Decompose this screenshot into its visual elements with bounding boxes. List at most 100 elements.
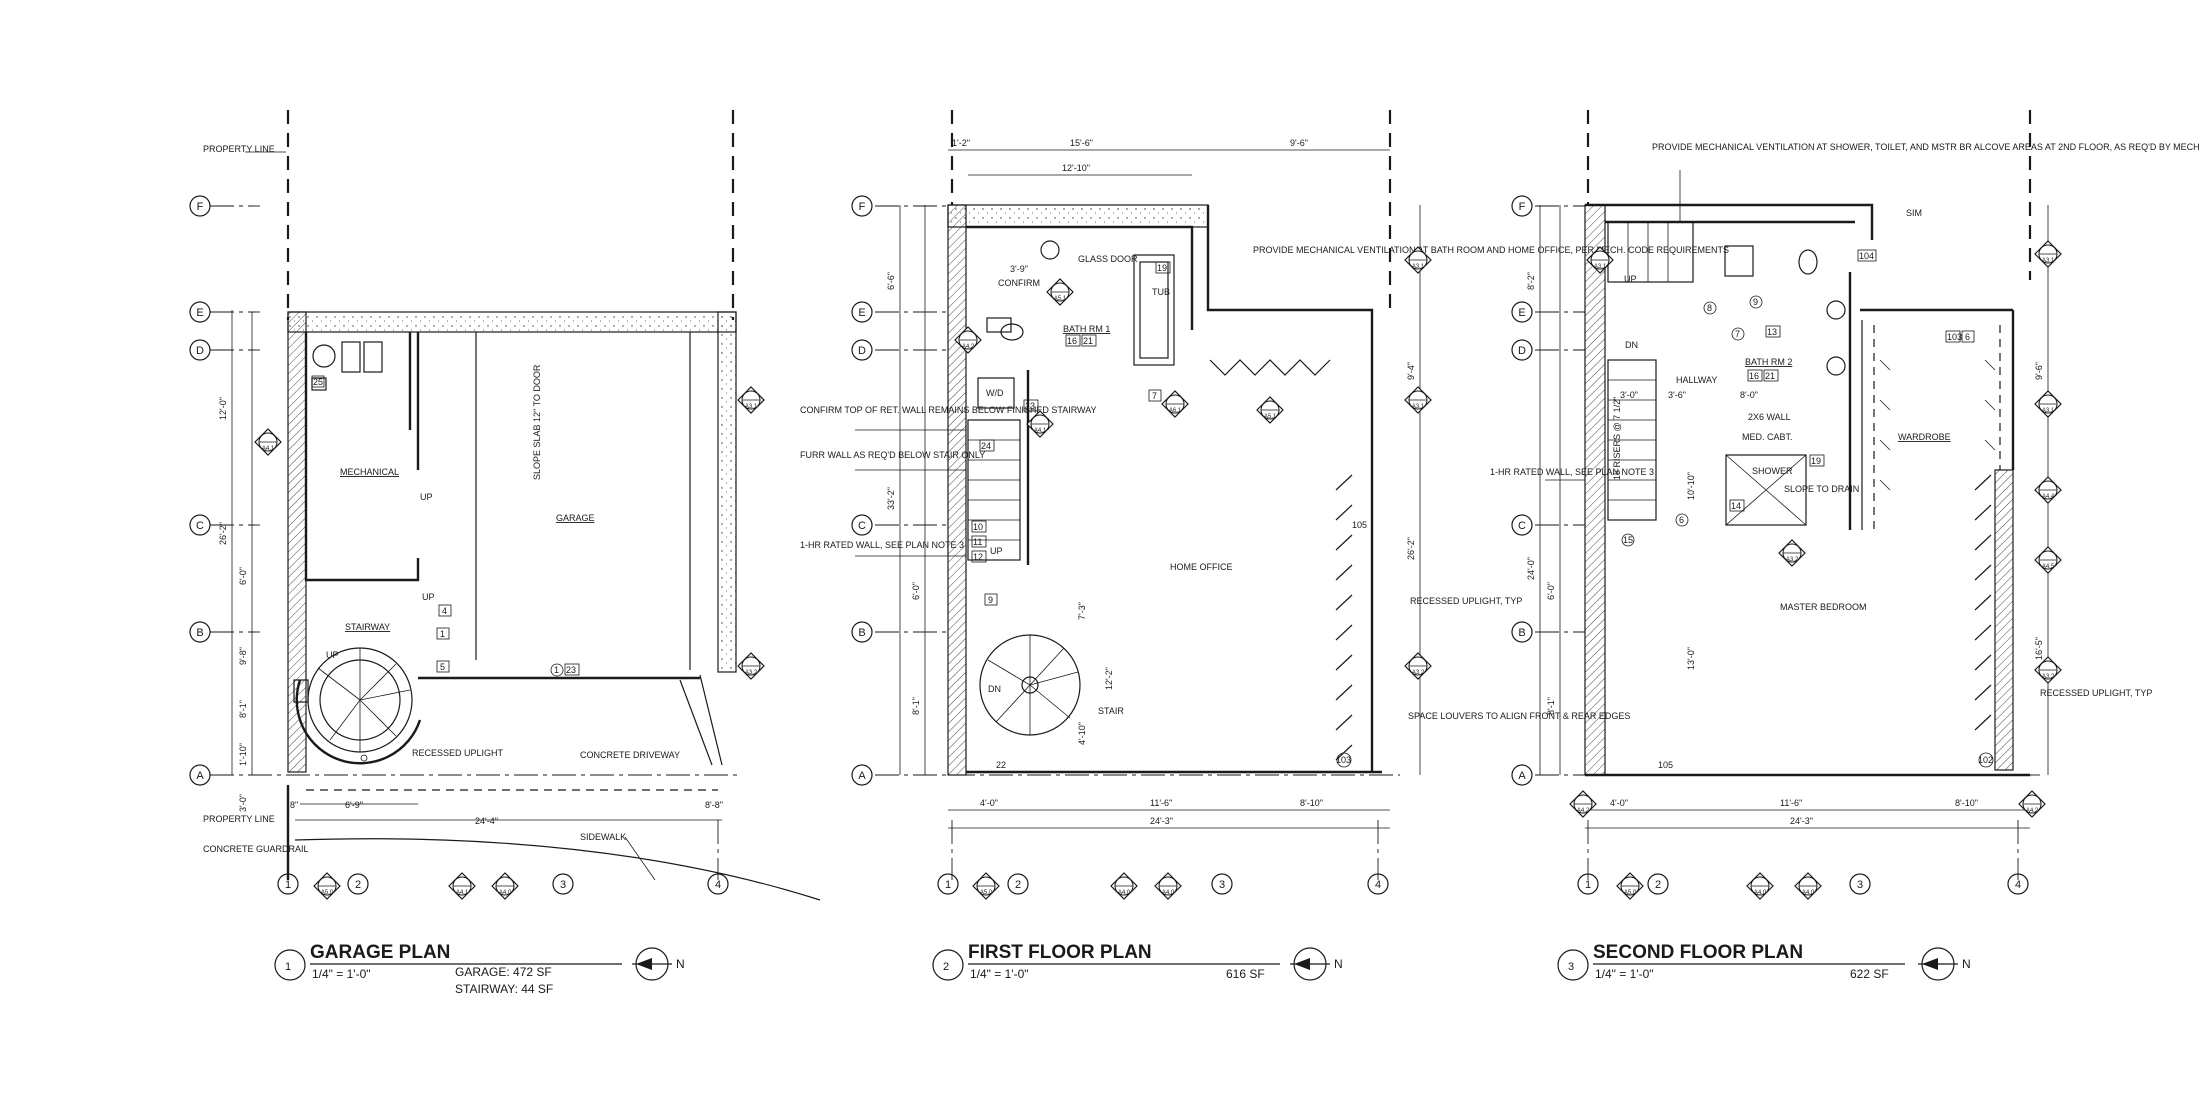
tag-105: 105	[1658, 760, 1673, 770]
section-ref-label: A3.1	[745, 404, 758, 410]
grid-col-bubble-2: 2	[1647, 873, 1669, 895]
north-arrow-icon	[1290, 947, 1330, 981]
grid-row-bubble-e: E	[189, 301, 211, 323]
tag-5: 5	[440, 662, 445, 672]
first-floor-plan: 1'-2" 15'-6" 9'-6" 12'-10" 3'-9" 4'-0" 1…	[800, 138, 1729, 829]
toilet-2	[1798, 249, 1818, 275]
straight-stair	[967, 370, 1030, 565]
title-block-3: 3 SECOND FLOOR PLAN 1/4" = 1'-0" 622 SF …	[1557, 942, 1971, 981]
louvers-right-2	[1974, 474, 1992, 731]
plan-3-grid	[1535, 110, 2040, 880]
dim-h-2: 6'-9"	[345, 800, 363, 810]
dim-h-3: 8'-10"	[1955, 798, 1978, 808]
tag-11: 11	[973, 537, 982, 547]
left-wall	[947, 204, 967, 776]
section-marker-icon: A4.2	[1569, 790, 1597, 818]
section-ref-label: A5.0	[980, 890, 993, 896]
section-ref-label: A3.2	[1412, 670, 1425, 676]
note-property-line: PROPERTY LINE	[203, 144, 275, 154]
note-space-louvers: SPACE LOUVERS TO ALIGN FRONT & REAR EDGE…	[1408, 711, 1630, 721]
tag-25: 25	[313, 377, 323, 387]
grid-row-bubble-f-label: F	[1519, 201, 1526, 213]
tag-10: 10	[973, 522, 983, 532]
grid-row-bubble-b-label: B	[196, 627, 203, 639]
section-marker-icon: A4.1	[448, 872, 476, 900]
dim-v-5: 12'-2"	[1104, 667, 1114, 690]
stair-run-2	[1607, 221, 1694, 521]
garage-plan: 12'-0" 26'-2" 6'-0" 9'-8" 8'-1" 3'-0" 1'…	[203, 144, 821, 901]
tag-103: 103	[1947, 332, 1962, 342]
north-label: N	[1334, 957, 1343, 971]
grid-col-bubble-3: 3	[1211, 873, 1233, 895]
dim-v-7: 7'-3"	[1077, 602, 1087, 620]
room-shower: SHOWER	[1752, 466, 1793, 476]
dim-v-1: 12'-0"	[218, 397, 228, 420]
washer-dryer	[977, 377, 1015, 409]
section-marker-icon: A3.1	[1586, 246, 1614, 274]
plan-title: FIRST FLOOR PLAN	[968, 942, 1152, 963]
tag-24: 24	[981, 441, 991, 451]
grid-col-bubble-2-label: 2	[1015, 879, 1021, 891]
section-marker-icon: A3.2	[2034, 656, 2062, 684]
stair-up: UP	[990, 546, 1003, 556]
room-home-office: HOME OFFICE	[1170, 562, 1233, 572]
grid-row-bubble-a-label: A	[196, 770, 204, 782]
grid-row-bubble-e-label: E	[858, 307, 865, 319]
dim-h-4: 24'-3"	[1790, 816, 1813, 826]
plan-number: 2	[943, 961, 949, 973]
note-recessed-uplight: RECESSED UPLIGHT	[412, 748, 504, 758]
area-stairway: STAIRWAY: 44 SF	[455, 982, 553, 996]
section-ref-label: A4.2	[2026, 808, 2039, 814]
section-marker-icon: A5.1	[1046, 278, 1074, 306]
section-ref-label: A5.0	[321, 890, 334, 896]
dim-h-4: 8'-8"	[705, 800, 723, 810]
grid-col-bubble-4-label: 4	[715, 879, 721, 891]
grid-row-bubble-a-label: A	[858, 770, 866, 782]
note-slope-to-drain: SLOPE TO DRAIN	[1784, 484, 1859, 494]
note-concrete-guardrail: CONCRETE GUARDRAIL	[203, 844, 309, 854]
louvers-right	[1335, 474, 1353, 761]
grid-row-bubble-e: E	[851, 301, 873, 323]
note-1hr-wall-2: 1-HR RATED WALL, SEE PLAN NOTE 3	[1490, 467, 1654, 477]
grid-row-bubble-c-label: C	[858, 520, 866, 532]
north-label: N	[1962, 957, 1971, 971]
section-marker-icon: A3.1	[1404, 246, 1432, 274]
note-recessed-uplight-2: RECESSED UPLIGHT, TYP	[2040, 688, 2152, 698]
section-marker-icon: A3.2	[1404, 652, 1432, 680]
section-ref-label: A4.0	[1118, 890, 1131, 896]
tag-4: 4	[442, 606, 447, 616]
section-marker-icon: A4.0	[1154, 872, 1182, 900]
second-floor-plan: 4'-0" 11'-6" 8'-10" 24'-3" 8'-0" 3'-0" 3…	[1490, 142, 2200, 829]
section-ref-label: A4.0	[1754, 890, 1767, 896]
plan-title: SECOND FLOOR PLAN	[1593, 942, 1803, 963]
section-ref-label: A4.4	[2042, 494, 2055, 500]
stair-up: UP	[1624, 274, 1637, 284]
section-ref-label: A3.2	[745, 670, 758, 676]
tag-15: 15	[1623, 535, 1633, 545]
grid-col-bubble-4: 4	[1367, 873, 1389, 895]
room-garage: GARAGE	[556, 513, 595, 523]
grid-col-bubble-1-label: 1	[285, 879, 291, 891]
grid-row-bubble-e: E	[1511, 301, 1533, 323]
tag-19: 19	[1157, 263, 1167, 273]
plan-number-bubble	[274, 949, 306, 981]
water-heater	[312, 344, 336, 368]
note-mech-vent-1: PROVIDE MECHANICAL VENTILATION AT BATH R…	[1253, 245, 1729, 255]
dim-v-2: 26'-2"	[218, 522, 228, 545]
section-marker-icon: A5.0	[972, 872, 1000, 900]
first-floor-dimensions: 1'-2" 15'-6" 9'-6" 12'-10" 3'-9" 4'-0" 1…	[886, 138, 1421, 829]
grid-row-bubble-a-label: A	[1518, 770, 1526, 782]
plan-title: GARAGE PLAN	[310, 942, 450, 963]
tag-1b: 1	[554, 665, 559, 675]
section-marker-icon: A4.2	[2018, 790, 2046, 818]
dim-v-8: 16'-5"	[2034, 637, 2044, 660]
grid-col-bubble-2: 2	[347, 873, 369, 895]
tag-16: 16	[1067, 336, 1077, 346]
grid-row-bubble-a: A	[1511, 764, 1533, 786]
section-ref-label: A4.2	[962, 344, 975, 350]
dim-h-6: 3'-0"	[1620, 390, 1638, 400]
section-ref-label: A3.2	[1786, 557, 1799, 563]
grid-col-bubble-1-label: 1	[1585, 879, 1591, 891]
wardrobe-rods	[1873, 325, 2001, 530]
north-arrow-icon	[1918, 947, 1958, 981]
